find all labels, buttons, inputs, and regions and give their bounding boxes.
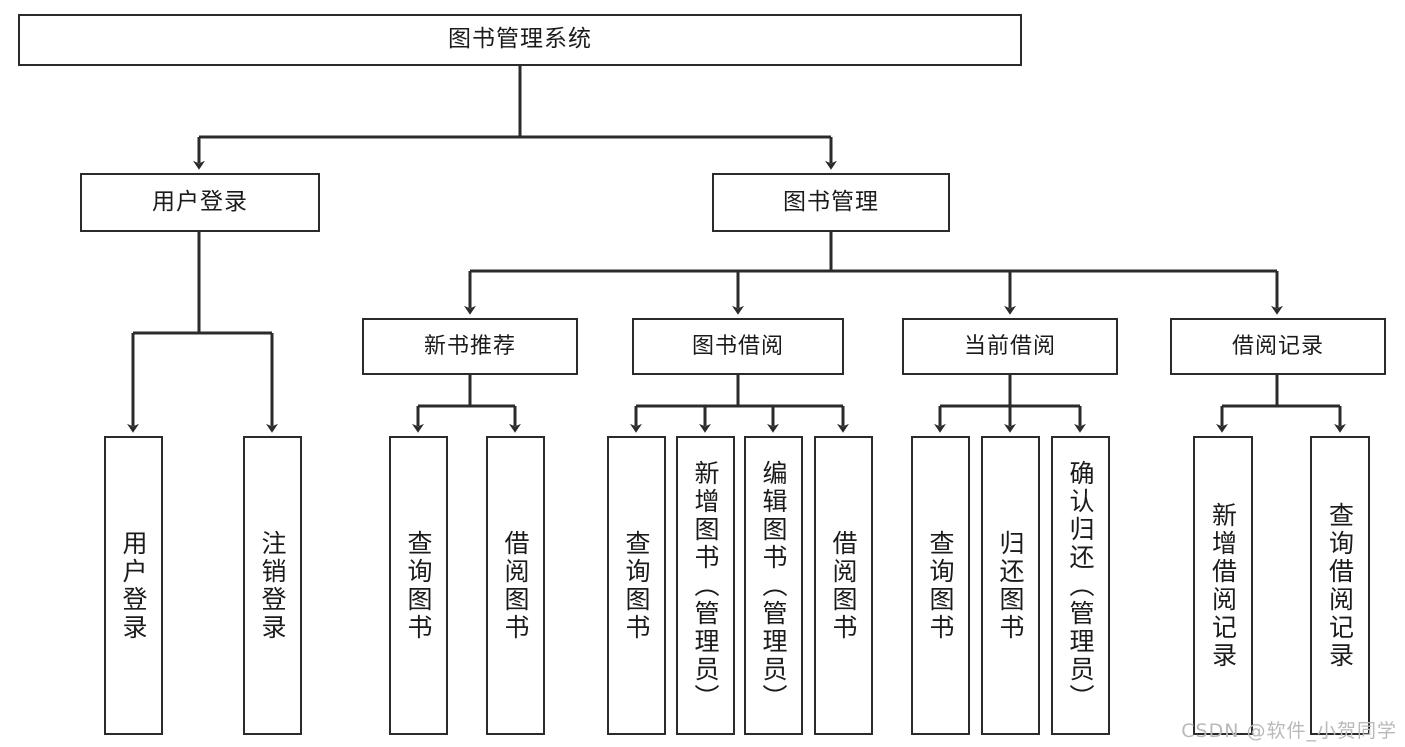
leaf-edit-book-admin[interactable]: 编辑图书（管理员）: [744, 436, 803, 735]
leaf-user-login[interactable]: 用户登录: [104, 436, 163, 735]
node-book-borrow[interactable]: 图书借阅: [632, 318, 844, 375]
node-label: 借阅记录: [1231, 333, 1324, 359]
node-current-borrow[interactable]: 当前借阅: [902, 318, 1118, 375]
node-borrow-record[interactable]: 借阅记录: [1170, 318, 1386, 375]
leaf-borrow-book[interactable]: 借阅图书: [814, 436, 873, 735]
leaf-add-book-admin[interactable]: 新增图书（管理员）: [676, 436, 735, 735]
node-label: 查询图书: [622, 529, 651, 642]
leaf-query-borrow-record[interactable]: 查询借阅记录: [1310, 436, 1370, 735]
node-label: 图书管理系统: [448, 26, 592, 53]
node-label: 归还图书: [996, 529, 1025, 642]
node-label: 借阅图书: [501, 529, 530, 642]
node-label: 查询借阅记录: [1325, 501, 1355, 670]
watermark-text: CSDN @软件_小贺同学: [1181, 720, 1397, 742]
leaf-add-borrow-record[interactable]: 新增借阅记录: [1193, 436, 1253, 735]
node-label: 确认归还（管理员）: [1066, 459, 1095, 712]
leaf-logout-login[interactable]: 注销登录: [243, 436, 302, 735]
node-new-book-recommend[interactable]: 新书推荐: [362, 318, 578, 375]
leaf-borrow-book-recommend[interactable]: 借阅图书: [486, 436, 545, 735]
node-label: 新增图书（管理员）: [691, 459, 720, 712]
node-label: 图书借阅: [691, 333, 784, 359]
node-root-book-management-system[interactable]: 图书管理系统: [18, 14, 1022, 66]
leaf-query-book-recommend[interactable]: 查询图书: [389, 436, 448, 735]
node-label: 图书管理: [783, 188, 879, 215]
node-label: 用户登录: [119, 529, 148, 642]
node-label: 注销登录: [258, 529, 287, 642]
leaf-query-book-borrow[interactable]: 查询图书: [607, 436, 666, 735]
node-label: 当前借阅: [963, 333, 1056, 359]
node-user-login[interactable]: 用户登录: [80, 173, 320, 232]
node-label: 查询图书: [404, 529, 433, 642]
leaf-query-book-current[interactable]: 查询图书: [911, 436, 970, 735]
node-label: 用户登录: [152, 188, 248, 215]
node-label: 借阅图书: [829, 529, 858, 642]
node-label: 查询图书: [926, 529, 955, 642]
node-book-management[interactable]: 图书管理: [712, 173, 950, 232]
node-label: 新增借阅记录: [1208, 501, 1238, 670]
node-label: 新书推荐: [423, 333, 516, 359]
leaf-return-book[interactable]: 归还图书: [981, 436, 1040, 735]
node-label: 编辑图书（管理员）: [759, 459, 788, 712]
leaf-confirm-return-admin[interactable]: 确认归还（管理员）: [1051, 436, 1110, 735]
